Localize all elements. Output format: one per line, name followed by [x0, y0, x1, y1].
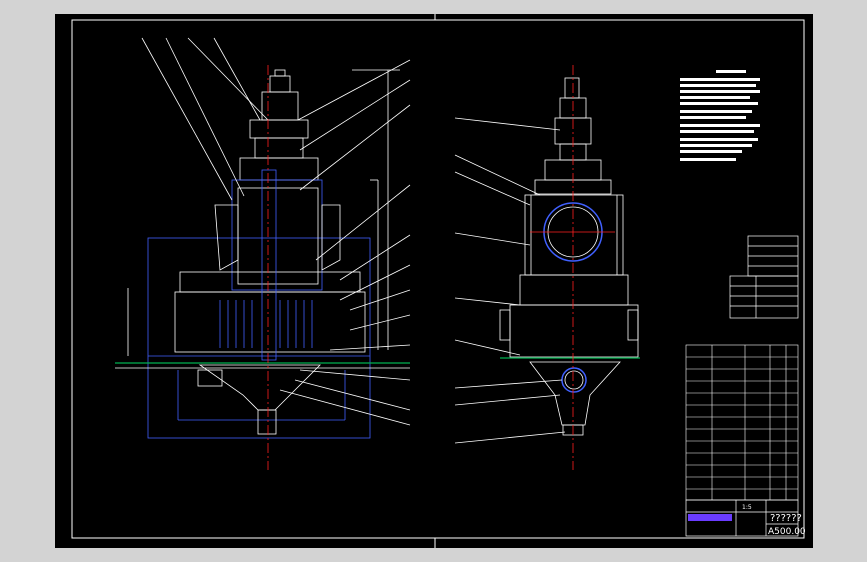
- sectional-view: [115, 37, 411, 439]
- discharge-cone: [198, 364, 321, 411]
- main-shaft: [261, 169, 277, 361]
- title-scale: 1:5: [742, 504, 752, 511]
- notes-block: [680, 70, 760, 161]
- volute-casing: [231, 179, 323, 291]
- outlet-cone: [529, 361, 621, 426]
- outlet-circle: [561, 367, 587, 393]
- rotor-blades: [219, 300, 313, 348]
- parts-list: [685, 344, 799, 501]
- outer-frame: [71, 19, 805, 539]
- title-block: [685, 499, 799, 537]
- title-sheet-label: A500.00: [768, 527, 806, 537]
- title-code: ??????: [770, 513, 802, 524]
- motor-body: [261, 91, 299, 121]
- side-view: [454, 77, 639, 444]
- foundation-outline: [147, 237, 371, 439]
- spec-table: [729, 235, 799, 319]
